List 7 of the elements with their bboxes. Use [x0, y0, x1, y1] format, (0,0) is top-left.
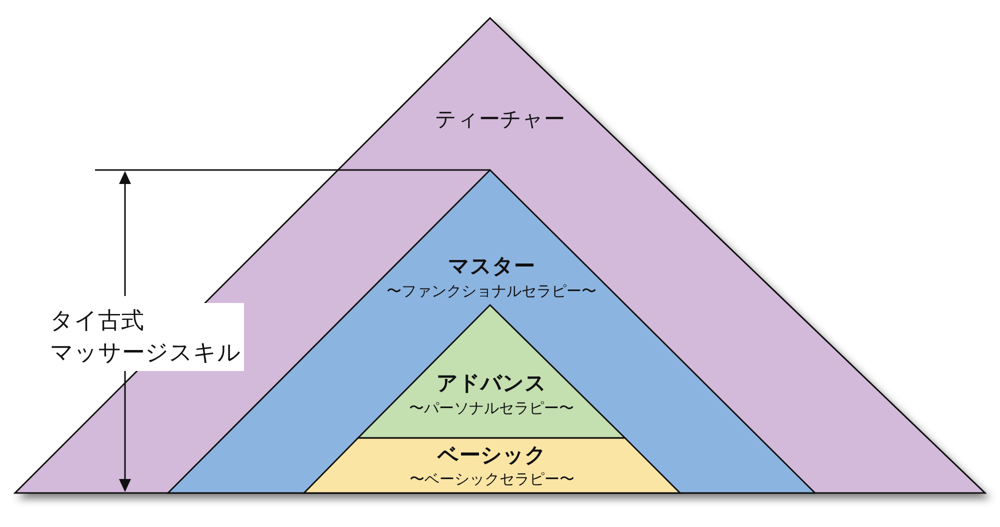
tier-title: ベーシック [438, 444, 546, 468]
tier-title: マスター [448, 255, 535, 278]
tier-title: アドバンス [436, 372, 546, 396]
tier-subtitle: 〜ベーシックセラピー〜 [410, 471, 574, 488]
tier-subtitle: 〜パーソナルセラピー〜 [409, 400, 574, 416]
tier-subtitle: 〜ファンクショナルセラピー〜 [386, 283, 596, 300]
tier-title: ティーチャー [435, 108, 565, 132]
